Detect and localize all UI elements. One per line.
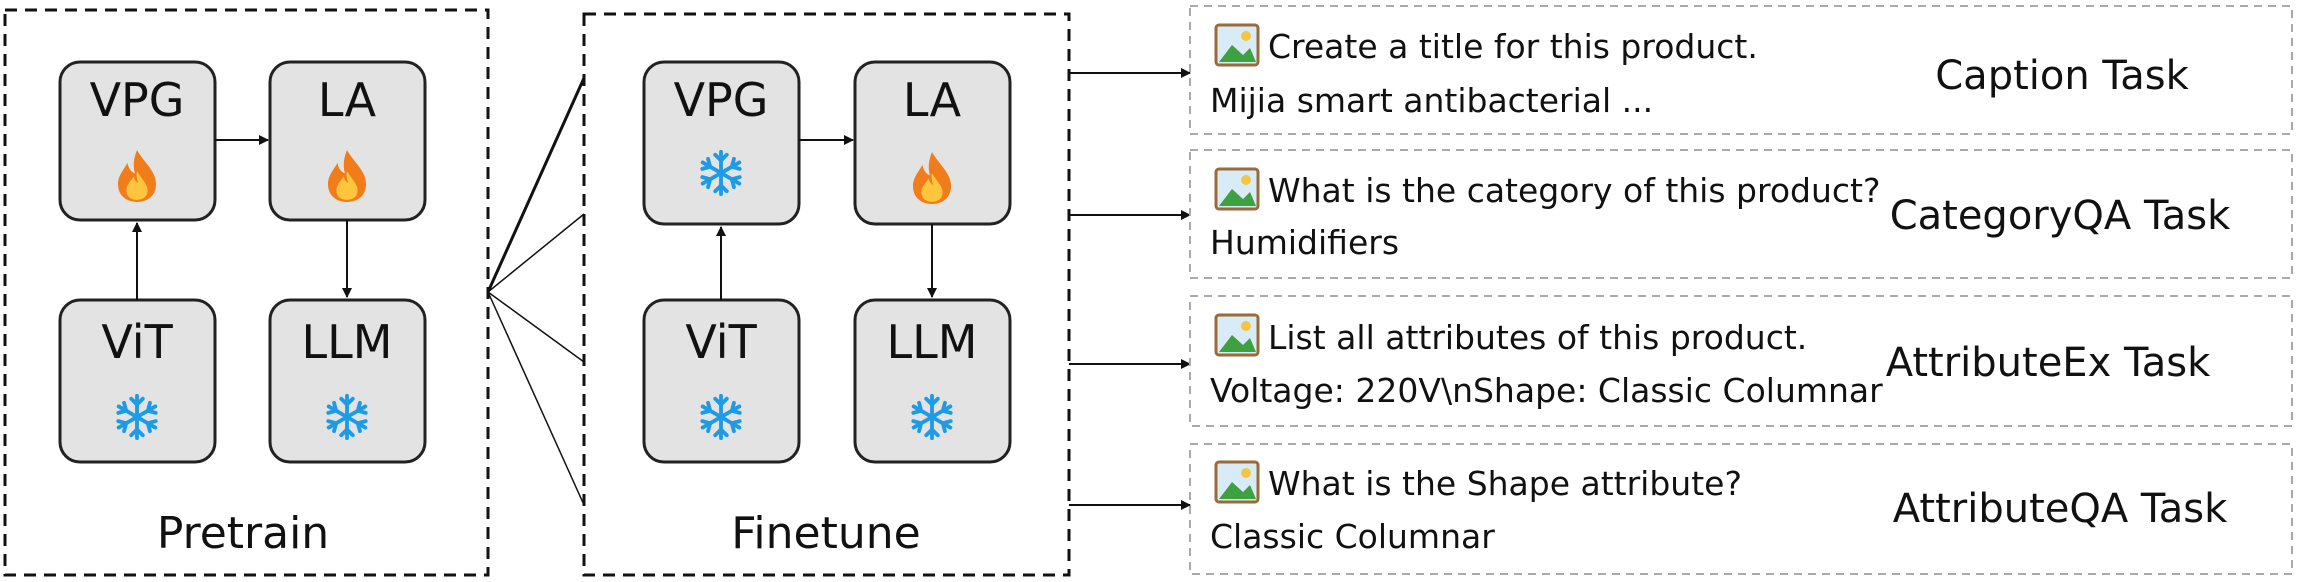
task-name: CategoryQA Task xyxy=(1890,193,2231,239)
task-answer: Voltage: 220V\nShape: Classic Columnar xyxy=(1210,371,1883,410)
task-arrows xyxy=(1069,68,1191,510)
finetune-vit-module: ViT xyxy=(642,298,801,464)
image-icon xyxy=(1214,313,1260,357)
pretrain-la-module: LA xyxy=(268,60,427,222)
pretrain-label: Pretrain xyxy=(157,508,329,559)
module-label: LA xyxy=(318,73,377,127)
stage-connector xyxy=(486,77,586,506)
module-label: VPG xyxy=(674,73,769,127)
pretrain-vit-module: ViT xyxy=(58,298,217,464)
finetune-vpg-module: VPG xyxy=(642,60,801,226)
task-attributeqa: What is the Shape attribute? Classic Col… xyxy=(1189,443,2293,575)
task-prompt: List all attributes of this product. xyxy=(1268,318,1807,357)
finetune-llm-module: LLM xyxy=(853,298,1012,464)
image-icon xyxy=(1214,23,1260,67)
finetune-frame xyxy=(582,12,1071,577)
module-label: ViT xyxy=(101,315,173,369)
task-caption: Create a title for this product. Mijia s… xyxy=(1189,5,2293,135)
task-answer: Mijia smart antibacterial ... xyxy=(1210,81,1653,120)
task-answer: Humidifiers xyxy=(1210,223,1399,262)
pretrain-llm-module: LLM xyxy=(268,298,427,464)
task-name: Caption Task xyxy=(1935,53,2189,99)
task-prompt: What is the category of this product? xyxy=(1268,171,1880,210)
task-prompt: Create a title for this product. xyxy=(1268,27,1758,66)
module-label: ViT xyxy=(685,315,757,369)
finetune-stage: VPG LA ViT LLM Finetune xyxy=(582,12,1071,577)
image-icon xyxy=(1214,460,1260,504)
task-name: AttributeQA Task xyxy=(1893,486,2228,532)
image-icon xyxy=(1214,167,1260,211)
module-label: LLM xyxy=(302,315,393,369)
task-answer: Classic Columnar xyxy=(1210,517,1495,556)
pretrain-vpg-module: VPG xyxy=(58,60,217,222)
module-label: LLM xyxy=(887,315,978,369)
task-categoryqa: What is the category of this product? Hu… xyxy=(1189,149,2293,279)
module-label: VPG xyxy=(90,73,185,127)
module-label: LA xyxy=(903,73,962,127)
pretrain-stage: VPG LA ViT LLM Pretrain xyxy=(3,8,490,577)
task-prompt: What is the Shape attribute? xyxy=(1268,464,1742,503)
task-attributeex: List all attributes of this product. Vol… xyxy=(1189,295,2293,427)
finetune-label: Finetune xyxy=(731,508,920,559)
finetune-la-module: LA xyxy=(853,60,1012,226)
task-name: AttributeEx Task xyxy=(1886,340,2211,386)
